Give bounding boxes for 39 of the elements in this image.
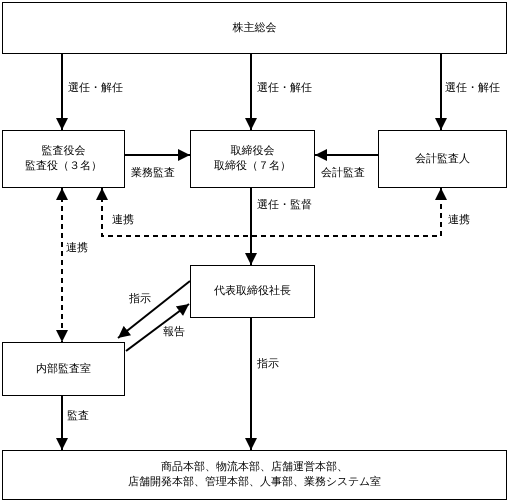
dashed-arrow [56, 188, 68, 342]
box-text: 会計監査人 [415, 152, 470, 166]
edge-label: 監査 [66, 409, 90, 422]
edge-label: 報告 [162, 325, 186, 338]
edge-label: 指示 [256, 357, 280, 370]
arrow [117, 280, 191, 339]
box-text: 内部監査室 [36, 362, 91, 376]
arrow [435, 54, 447, 130]
box-text: 取締役会取締役（７名） [214, 144, 291, 174]
arrow [125, 149, 190, 161]
arrow [245, 54, 257, 130]
edge-label: 選任・監督 [256, 198, 313, 212]
arrow [125, 303, 190, 352]
edge-label: 連携 [111, 213, 135, 226]
org-box [2, 130, 125, 188]
edge-label: 会計監査 [320, 166, 366, 180]
box-text: 商品本部、物流本部、店舗運営本部、店舗開発本部、管理本部、人事部、業務システム室 [128, 460, 381, 490]
edge-label: 選任・解任 [67, 81, 124, 94]
org-box [2, 450, 507, 500]
edge-label: 選任・解任 [256, 81, 313, 94]
arrow [56, 54, 68, 130]
org-box [2, 342, 125, 396]
org-box [190, 130, 315, 188]
edge-label: 指示 [128, 292, 152, 306]
edge-label: 業務監査 [130, 166, 176, 180]
arrow [245, 318, 257, 450]
box-text: 監査役会監査役（３名） [25, 144, 102, 174]
edge-label: 選任・解任 [444, 81, 501, 94]
arrow [315, 149, 378, 161]
dashed-arrow [96, 188, 447, 237]
edge-label: 連携 [65, 241, 89, 254]
text-label: 連携 [447, 213, 471, 226]
arrow [245, 188, 257, 265]
box-text: 代表取締役社長 [214, 284, 291, 299]
org-box [190, 265, 315, 318]
box-text: 株主総会 [232, 20, 276, 36]
org-box [2, 2, 507, 54]
arrow [56, 396, 68, 450]
org-box [378, 130, 507, 188]
